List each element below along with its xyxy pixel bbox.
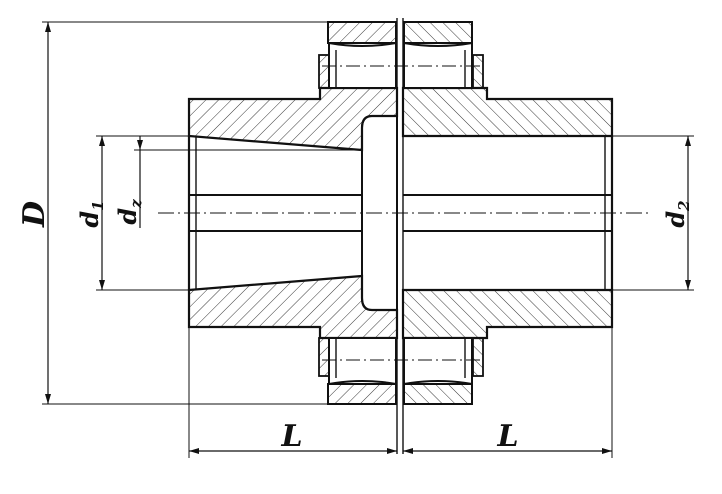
split-line (396, 18, 404, 454)
dimension-D (42, 21, 328, 405)
label-D: D (17, 201, 52, 228)
lower-sleeve (318, 337, 484, 405)
label-d1: d1 (75, 200, 107, 227)
dimension-L-right (403, 327, 613, 458)
upper-sleeve (318, 21, 484, 89)
label-d2: d2 (661, 200, 693, 227)
dimension-dz (134, 136, 362, 228)
right-hub (401, 86, 614, 340)
dimension-d1 (96, 135, 189, 291)
label-L-left: L (280, 419, 302, 454)
label-L-right: L (496, 419, 518, 454)
label-dz: dz (113, 199, 145, 225)
dimension-d2 (612, 135, 694, 291)
dimension-L-left (188, 327, 397, 458)
